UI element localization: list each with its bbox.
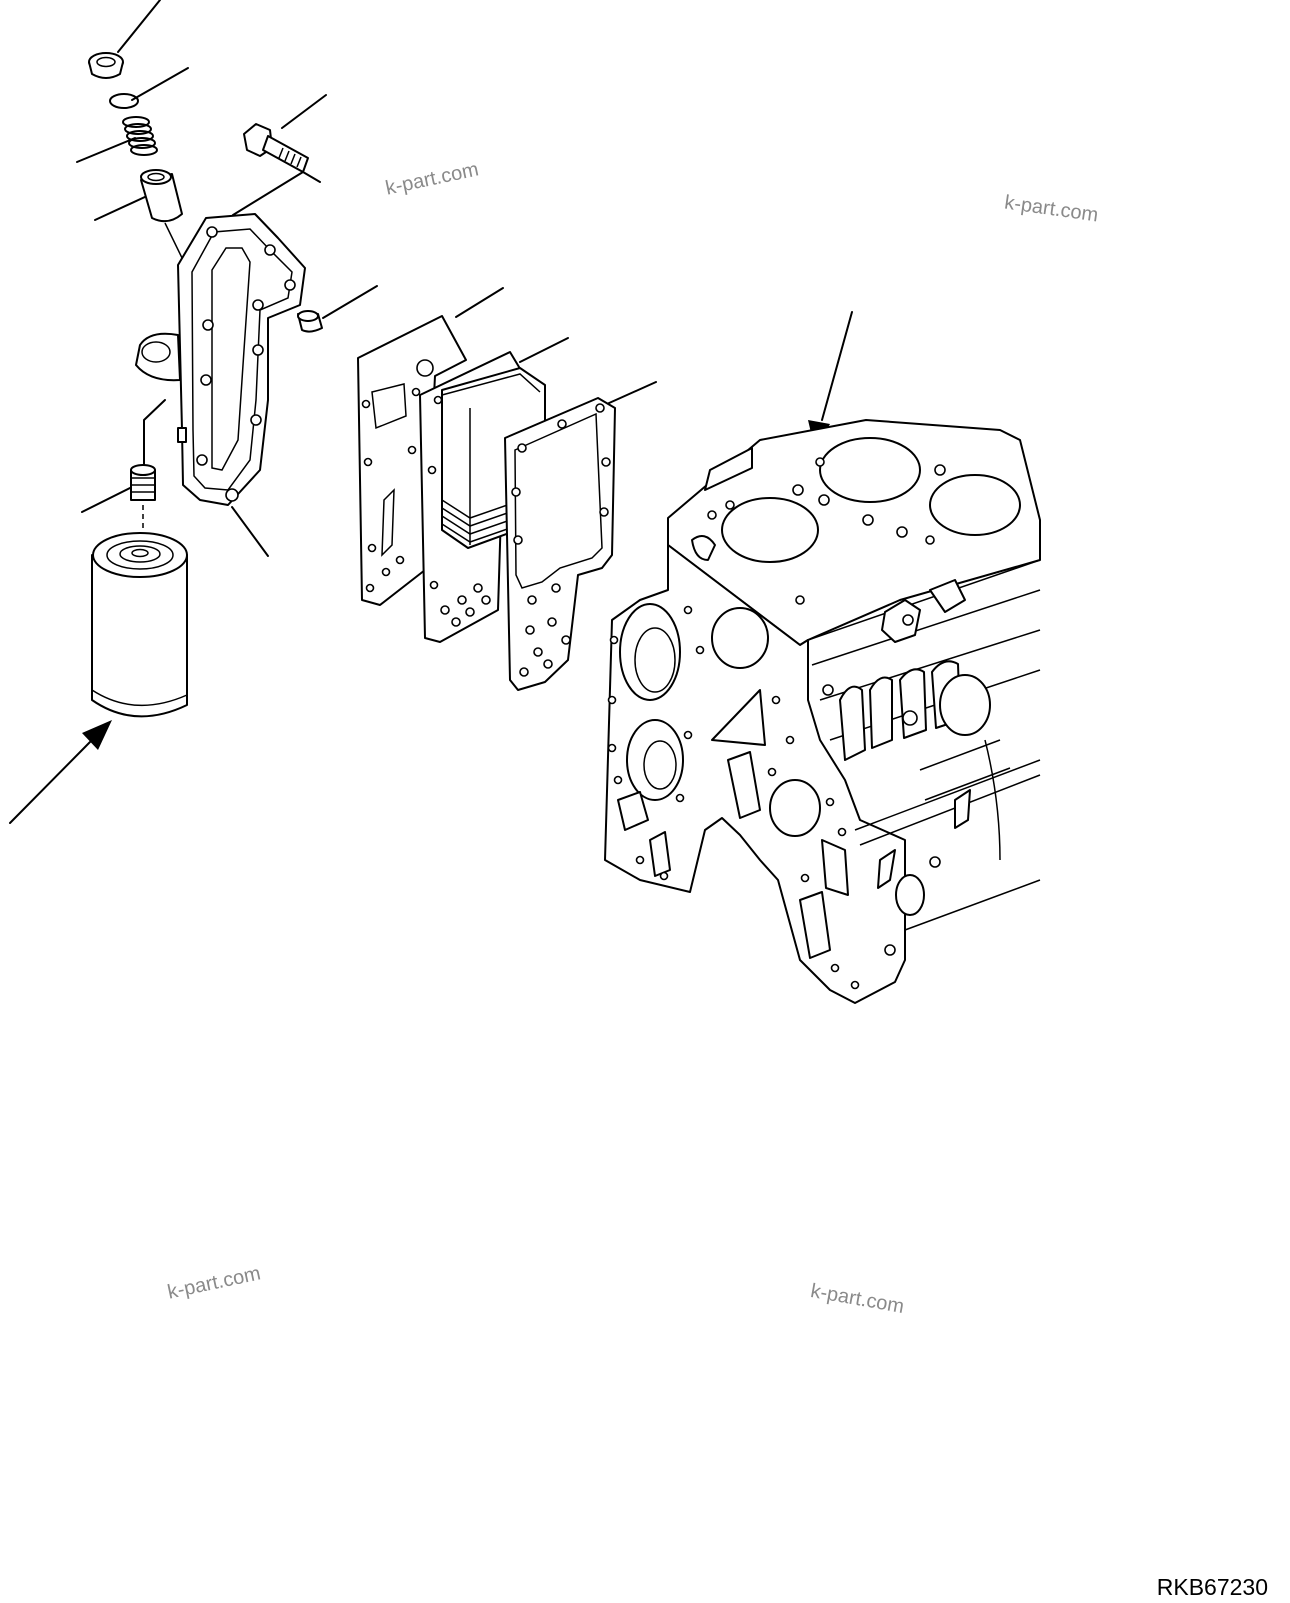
bolt-part (243, 123, 309, 173)
filter-head-cover (135, 213, 306, 506)
oil-filter-cartridge (91, 532, 188, 718)
gasket-2 (504, 397, 616, 691)
arrow-filter-bottom (9, 720, 112, 824)
valve-part (140, 169, 185, 263)
fitting-part (297, 310, 323, 333)
nipple-part (130, 464, 156, 530)
spring-part (122, 116, 158, 156)
cylinder-block (604, 419, 1041, 1004)
drawing-code-label: RKB67230 (1156, 1574, 1268, 1600)
plug-part (88, 52, 124, 79)
o-ring-part (109, 93, 139, 109)
